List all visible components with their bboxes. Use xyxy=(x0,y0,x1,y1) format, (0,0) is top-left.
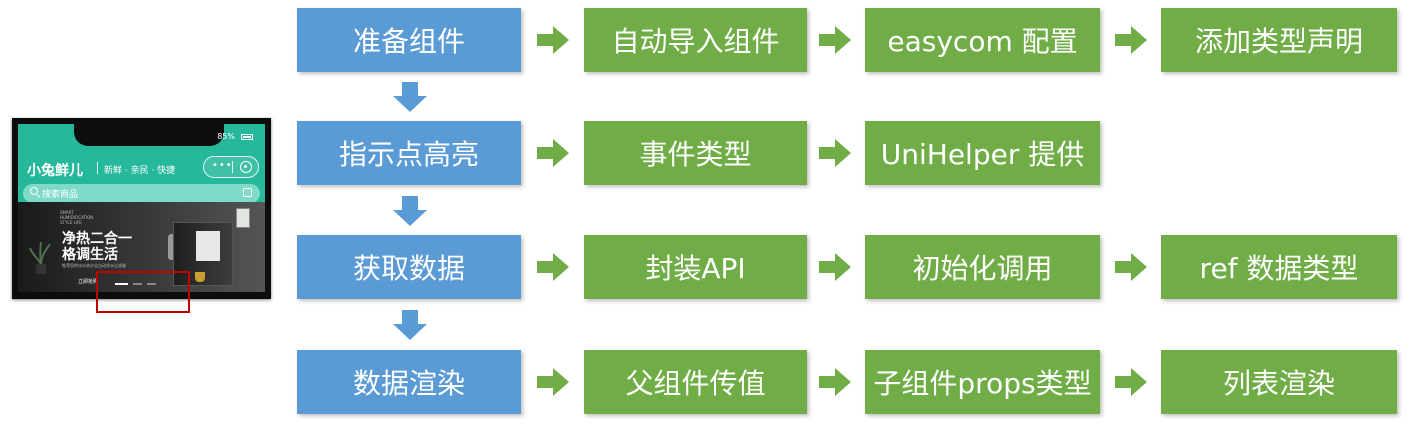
arrow-right-icon xyxy=(537,253,569,281)
search-placeholder: 搜索商品 xyxy=(42,190,79,200)
step-fetch-data: 获取数据 xyxy=(297,235,521,299)
arrow-right-icon xyxy=(819,26,851,54)
arrow-down-icon xyxy=(393,196,427,226)
banner-title-line1: 净热二合一 xyxy=(62,231,132,247)
plant-icon xyxy=(29,242,51,274)
step-event-type: 事件类型 xyxy=(584,121,807,185)
app-logo: 小兔鲜儿 xyxy=(27,163,83,179)
arrow-right-icon xyxy=(537,26,569,54)
step-parent-pass-value: 父组件传值 xyxy=(584,350,807,414)
step-list-render: 列表渲染 xyxy=(1161,350,1397,414)
app-slogan: 新鲜 · 亲民 · 快捷 xyxy=(104,166,176,176)
banner-subtitle: 推荐您的冰水热水全自动净水过滤器 xyxy=(62,263,126,268)
indicator-dot-active[interactable] xyxy=(115,283,128,285)
arrow-right-icon xyxy=(1115,253,1147,281)
banner-buy-button[interactable]: 立即抢购 xyxy=(78,279,99,285)
step-child-props-type: 子组件props类型 xyxy=(865,350,1100,414)
swiper-indicator-dots[interactable] xyxy=(107,272,187,296)
arrow-right-icon xyxy=(1115,368,1147,396)
app-header: 85% 小兔鲜儿 新鲜 · 亲民 · 快捷 ••• 搜索商品 xyxy=(18,124,265,222)
indicator-dot[interactable] xyxy=(147,283,156,285)
step-init-call: 初始化调用 xyxy=(865,235,1100,299)
arrow-right-icon xyxy=(1115,26,1147,54)
arrow-down-icon xyxy=(393,310,427,340)
miniprogram-capsule[interactable]: ••• xyxy=(203,156,259,178)
banner-title-line2: 格调生活 xyxy=(62,247,118,263)
banner-small-text: SMART HUMIDIFICATION STYLE LIFE xyxy=(60,210,94,225)
step-prepare-component: 准备组件 xyxy=(297,8,521,72)
arrow-right-icon xyxy=(819,139,851,167)
step-indicator-highlight: 指示点高亮 xyxy=(297,121,521,185)
step-wrap-api: 封装API xyxy=(584,235,807,299)
search-icon xyxy=(30,187,38,195)
search-input[interactable]: 搜索商品 xyxy=(23,184,260,203)
capsule-divider xyxy=(232,161,233,173)
close-target-icon[interactable] xyxy=(240,161,252,173)
step-unihelper: UniHelper 提供 xyxy=(865,121,1100,185)
arrow-right-icon xyxy=(537,139,569,167)
step-auto-import: 自动导入组件 xyxy=(584,8,807,72)
dispenser-panel xyxy=(196,231,220,261)
arrow-right-icon xyxy=(819,253,851,281)
logo-divider xyxy=(97,162,98,174)
battery-level: 85% xyxy=(217,132,235,141)
phone-notch xyxy=(74,124,224,146)
scan-icon[interactable] xyxy=(243,188,252,197)
wall-picture xyxy=(236,208,250,228)
indicator-dot[interactable] xyxy=(133,283,142,285)
step-ref-data-type: ref 数据类型 xyxy=(1161,235,1397,299)
arrow-right-icon xyxy=(819,368,851,396)
indicator-highlight-box xyxy=(96,271,190,313)
step-easycom-config: easycom 配置 xyxy=(865,8,1100,72)
phone-screenshot: 85% 小兔鲜儿 新鲜 · 亲民 · 快捷 ••• 搜索商品 SMART HUM… xyxy=(12,118,271,299)
step-type-declaration: 添加类型声明 xyxy=(1161,8,1397,72)
battery-icon xyxy=(241,134,253,140)
more-icon[interactable]: ••• xyxy=(212,160,233,171)
arrow-right-icon xyxy=(537,368,569,396)
step-render-data: 数据渲染 xyxy=(297,350,521,414)
arrow-down-icon xyxy=(393,82,427,112)
banner-swiper[interactable]: SMART HUMIDIFICATION STYLE LIFE 净热二合一 格调… xyxy=(18,202,265,292)
cup-image xyxy=(195,272,205,282)
